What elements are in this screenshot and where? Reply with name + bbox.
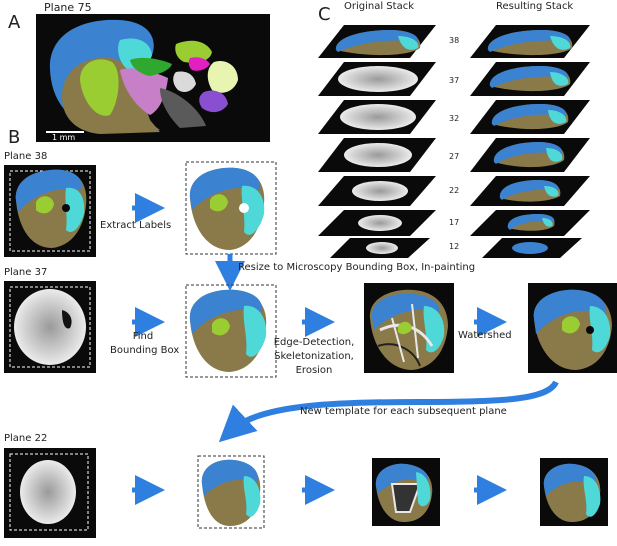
find-bbox-line-2: Bounding Box — [110, 345, 180, 356]
extracted-labels-image — [185, 161, 277, 255]
plane-22-label: Plane 22 — [4, 433, 48, 444]
plane-22-result-image — [540, 458, 608, 526]
watershed-caption: Watershed — [458, 330, 512, 341]
extract-labels-caption: Extract Labels — [100, 220, 172, 231]
plane-22-microscopy-image — [4, 448, 96, 538]
scale-bar-label: 1 mm — [52, 133, 76, 142]
resized-template-image — [185, 284, 277, 378]
panel-b-letter: B — [8, 127, 21, 148]
find-bbox-caption: Find Bounding Box — [110, 330, 180, 358]
plane-number: 17 — [449, 218, 460, 227]
resulting-stack-title: Resulting Stack — [496, 1, 574, 12]
plane-number: 22 — [449, 186, 460, 195]
new-template-caption: New template for each subsequent plane — [300, 406, 507, 417]
plane-number: 12 — [449, 242, 460, 251]
edge-caption: Edge-Detection, Skeletonization, Erosion — [272, 336, 356, 378]
original-stack-title: Original Stack — [344, 1, 414, 12]
edge-detection-image — [364, 283, 454, 373]
plane-37-label: Plane 37 — [4, 267, 48, 278]
panel-a-plane-label: Plane 75 — [44, 1, 92, 14]
plane-number: 32 — [449, 114, 460, 123]
plane-number: 27 — [449, 152, 460, 161]
resize-caption: Resize to Microscopy Bounding Box, In-pa… — [238, 262, 476, 273]
find-bbox-line-1: Find — [132, 331, 154, 342]
edge-line-2: Skeletonization, — [274, 351, 354, 362]
plane-22-template-image — [197, 455, 265, 529]
plane-38-label: Plane 38 — [4, 151, 48, 162]
watershed-result-image — [528, 283, 617, 373]
plane-38-label-image — [4, 165, 96, 257]
plane-number: 38 — [449, 36, 460, 45]
resulting-stack — [470, 25, 590, 258]
panel-c-letter: C — [318, 4, 331, 25]
edge-line-1: Edge-Detection, — [273, 337, 355, 348]
edge-line-3: Erosion — [295, 365, 333, 376]
plane-number: 37 — [449, 76, 460, 85]
plane-37-microscopy-image — [4, 281, 96, 373]
arrow-new-template — [218, 380, 559, 443]
panel-a-letter: A — [8, 12, 21, 33]
plane-22-edge-image — [372, 458, 440, 526]
panel-a-image — [36, 14, 270, 142]
original-stack — [318, 25, 436, 258]
